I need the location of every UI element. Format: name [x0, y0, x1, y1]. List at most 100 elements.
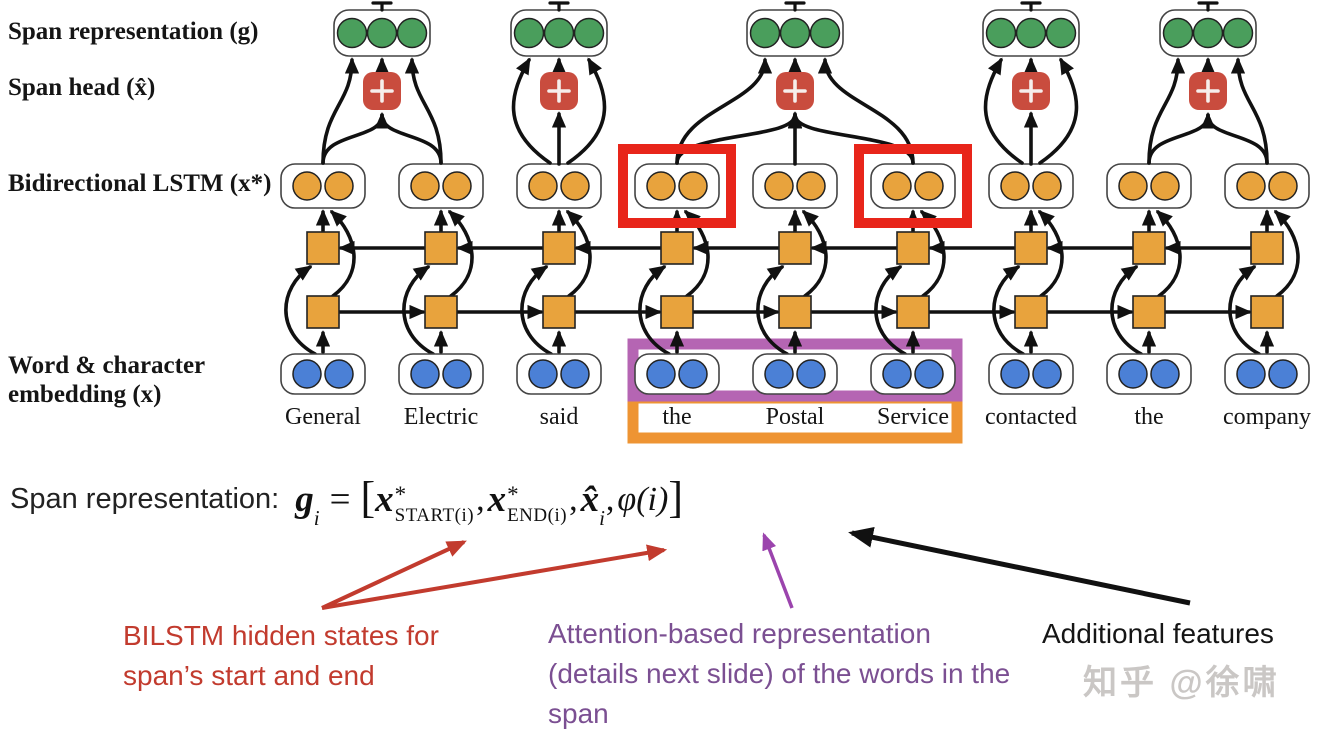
span-representation-node	[809, 17, 841, 49]
formula-comma-1: ,	[476, 480, 485, 518]
formula-comma-3: ,	[605, 480, 615, 518]
word-label: Service	[877, 404, 949, 430]
embedding-node	[292, 359, 322, 389]
formula-x-start: x	[375, 479, 394, 520]
formula-comma-2: ,	[569, 480, 578, 518]
word-label: Postal	[766, 404, 825, 430]
embedding-node	[1032, 359, 1062, 389]
bilstm-output-node	[442, 171, 472, 201]
bilstm-output-node	[1000, 171, 1030, 201]
red-highlight-box	[618, 144, 736, 228]
embedding-node	[882, 359, 912, 389]
backward-lstm-cell	[306, 231, 340, 265]
formula-g-sub: i	[313, 506, 320, 530]
embedding-node	[1150, 359, 1180, 389]
embedding-node	[1268, 359, 1298, 389]
annotation-arrows	[321, 526, 1191, 610]
bilstm-note: BILSTM hidden states for span’s start an…	[123, 620, 439, 691]
word-label: the	[1134, 404, 1163, 430]
arrow-embedding-to-backward-lstm	[402, 265, 435, 356]
forward-lstm-cell	[542, 295, 576, 329]
red-arrow-to-start	[321, 540, 467, 610]
forward-lstm-cell	[778, 295, 812, 329]
word-label: contacted	[985, 404, 1077, 430]
embedding-node	[646, 359, 676, 389]
formula-close-bracket: ]	[668, 473, 683, 522]
span-representation-node	[366, 17, 398, 49]
span-representation-node	[1045, 17, 1077, 49]
embedding-node	[528, 359, 558, 389]
arrow-embedding-to-backward-lstm	[638, 265, 671, 356]
backward-lstm-cell	[660, 231, 694, 265]
embedding-node	[410, 359, 440, 389]
red-highlight-box	[854, 144, 972, 228]
arrow-embedding-to-backward-lstm	[1228, 265, 1261, 356]
forward-lstm-cell	[660, 295, 694, 329]
arrow-embedding-to-backward-lstm	[756, 265, 789, 356]
bilstm-output-node	[410, 171, 440, 201]
backward-lstm-cell	[1132, 231, 1166, 265]
formula-g: g	[295, 479, 314, 520]
embedding-node	[796, 359, 826, 389]
span-representation-node	[1162, 17, 1194, 49]
formula-open-bracket: [	[360, 473, 376, 522]
plus-icon	[1019, 79, 1043, 103]
bilstm-output-node	[292, 171, 322, 201]
arrow-end-state-to-span	[404, 57, 443, 165]
arrow-forward-lstm-to-output	[1273, 210, 1300, 298]
backward-lstm-cell	[896, 231, 930, 265]
purple-arrow-to-xhat	[762, 532, 794, 609]
embedding-node	[324, 359, 354, 389]
bilstm-output-node	[764, 171, 794, 201]
forward-lstm-cell	[424, 295, 458, 329]
span-representation-node	[573, 17, 605, 49]
formula-x-end-scripts: *END(i)	[507, 483, 567, 525]
formula-xhat-sub: i	[599, 506, 605, 530]
arrow-start-state-to-span	[511, 57, 552, 165]
arrow-end-state-to-span	[566, 57, 607, 165]
embedding-node	[1236, 359, 1266, 389]
forward-lstm-cell	[1014, 295, 1048, 329]
backward-lstm-cell	[1014, 231, 1048, 265]
forward-lstm-cell	[306, 295, 340, 329]
watermark: 知乎 @徐啸	[1083, 664, 1280, 702]
backward-lstm-cell	[1250, 231, 1284, 265]
formula-star-2: *	[507, 481, 519, 507]
bilstm-output-node	[528, 171, 558, 201]
bilstm-output-node	[646, 171, 676, 201]
plus-icon	[783, 79, 807, 103]
embedding-node	[1118, 359, 1148, 389]
embedding-node	[764, 359, 794, 389]
word-label: said	[540, 404, 579, 430]
forward-lstm-cell	[896, 295, 930, 329]
bilstm-output-node	[914, 171, 944, 201]
formula-label: Span representation:	[10, 483, 280, 515]
attention-note: Attention-based representation (details …	[548, 618, 1011, 729]
bilstm-output-node	[560, 171, 590, 201]
bilstm-output-node	[1268, 171, 1298, 201]
bilstm-output-node	[1118, 171, 1148, 201]
word-label: the	[662, 404, 691, 430]
embedding-node	[914, 359, 944, 389]
span-representation-node	[1222, 17, 1254, 49]
plus-icon	[370, 79, 394, 103]
arrow-embedding-to-backward-lstm	[1110, 265, 1143, 356]
bilstm-output-node	[882, 171, 912, 201]
formula-x-end: x	[487, 479, 507, 520]
arrow-embedding-to-backward-lstm	[874, 265, 907, 356]
span-representation-node	[1192, 17, 1224, 49]
bilstm-output-node	[1150, 171, 1180, 201]
arrow-start-state-to-span	[983, 57, 1024, 165]
label-bilstm: Bidirectional LSTM (x*)	[8, 170, 272, 197]
arrow-end-state-to-span	[1038, 57, 1079, 165]
span-output-tick	[784, 1, 806, 12]
label-span-head: Span head (x̂)	[8, 74, 156, 101]
arrow-embedding-to-backward-lstm	[284, 265, 317, 356]
span-output-tick	[371, 1, 393, 12]
span-output-tick	[1020, 1, 1042, 12]
arrow-start-state-to-span	[1147, 57, 1186, 165]
arrow-end-state-to-span	[1230, 57, 1269, 165]
embedding-node	[1000, 359, 1030, 389]
span-representation-node	[985, 17, 1017, 49]
